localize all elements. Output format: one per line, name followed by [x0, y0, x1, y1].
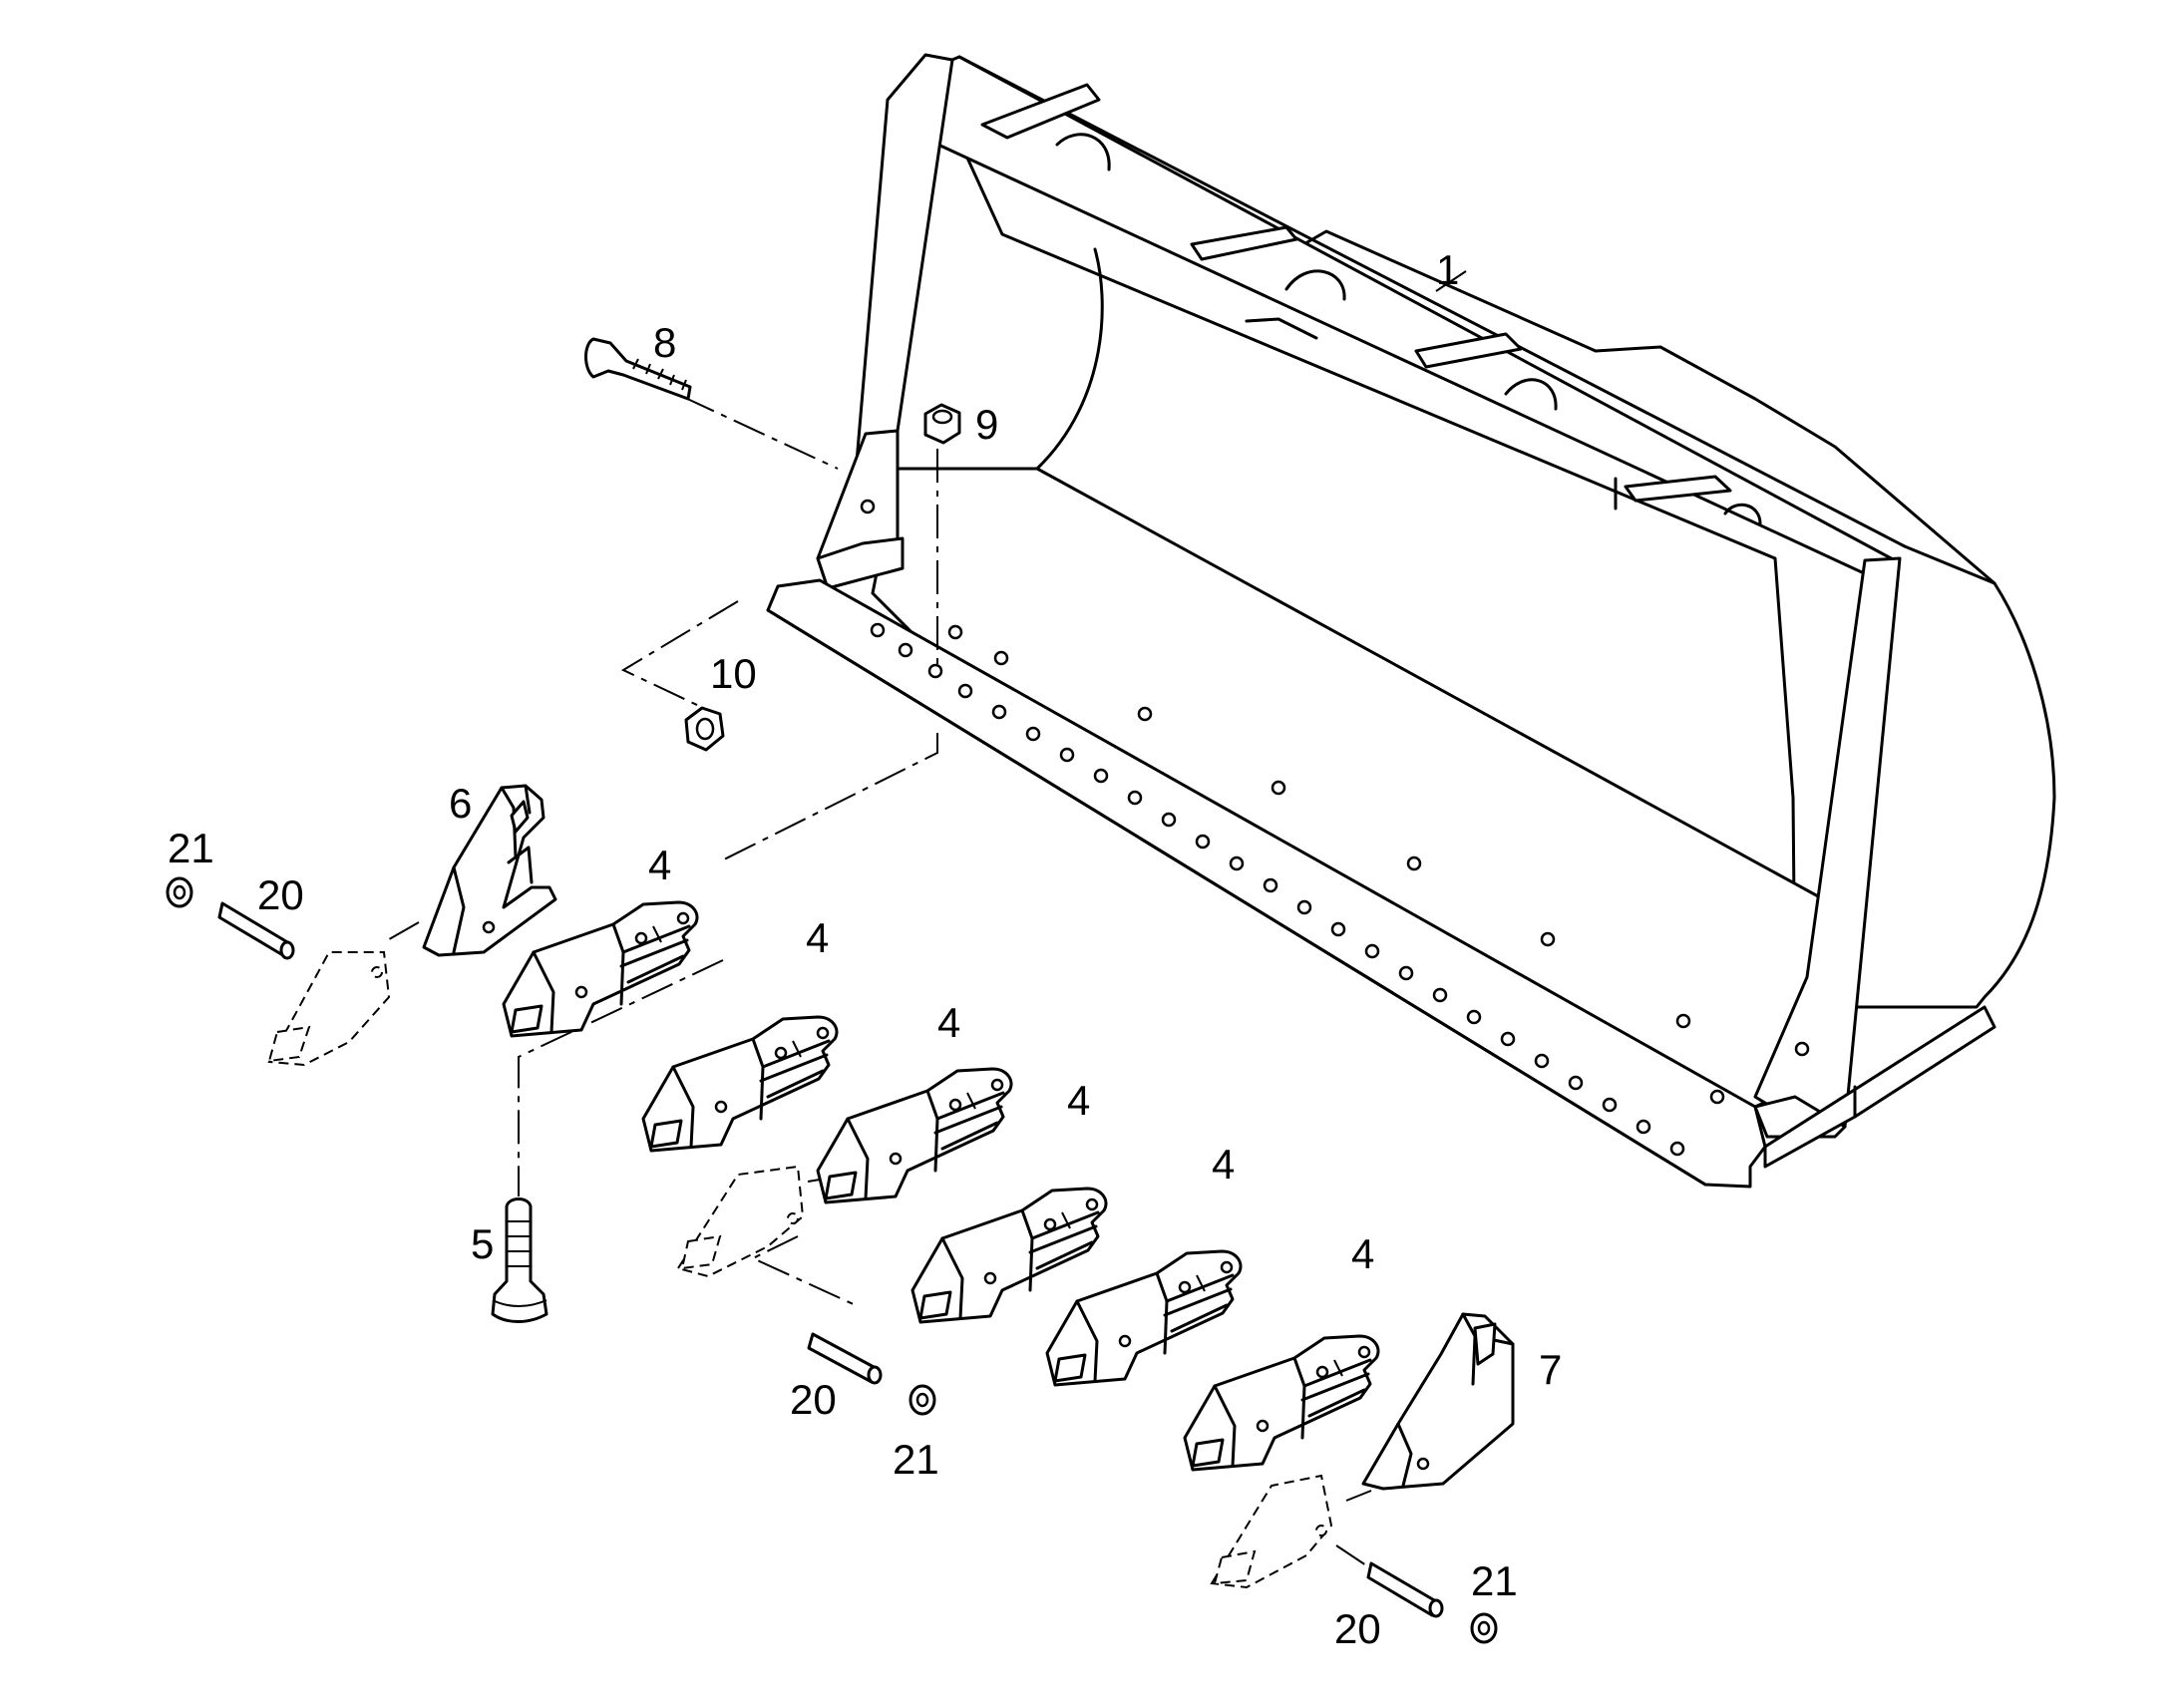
nut-9 — [923, 403, 961, 445]
assembly-lines — [383, 396, 1372, 1566]
callout-4-b: 4 — [806, 914, 829, 961]
callout-labels: 1 8 9 10 6 21 20 4 4 4 4 4 4 5 20 21 7 2… — [168, 246, 1562, 1652]
adapter-4a — [502, 900, 699, 1038]
callout-4-c: 4 — [937, 999, 960, 1046]
callout-21-left: 21 — [168, 825, 214, 871]
callout-21-middle: 21 — [893, 1436, 939, 1483]
pin-right — [1366, 1561, 1498, 1644]
callout-6: 6 — [449, 780, 472, 827]
callout-4-d: 4 — [1067, 1077, 1090, 1124]
pin-middle — [807, 1332, 936, 1416]
adapter-4c — [816, 1067, 1013, 1204]
callout-4-f: 4 — [1351, 1230, 1374, 1277]
callout-20-right: 20 — [1334, 1605, 1381, 1652]
callout-4-a: 4 — [648, 842, 671, 888]
ghost-tooth-left — [267, 951, 391, 1067]
corner-adapter-7 — [1361, 1312, 1515, 1491]
bucket — [766, 53, 2056, 1189]
nut-10 — [684, 706, 725, 752]
bolt-5 — [491, 1197, 548, 1323]
adapter-4f — [1183, 1334, 1380, 1472]
ghost-tooth-middle — [676, 1165, 805, 1278]
adapter-4b — [641, 1015, 839, 1153]
callout-1: 1 — [1436, 246, 1459, 293]
callout-9: 9 — [975, 401, 998, 448]
bolt-holes — [870, 622, 1725, 1157]
callout-5: 5 — [471, 1220, 494, 1267]
callout-4-e: 4 — [1212, 1141, 1235, 1188]
callout-10: 10 — [710, 650, 757, 697]
bolt-8 — [584, 337, 692, 401]
callout-8: 8 — [653, 319, 676, 366]
corner-adapter-6 — [422, 784, 557, 957]
pin-left — [166, 876, 295, 960]
leader-1 — [1435, 270, 1467, 292]
callout-20-left: 20 — [257, 871, 304, 918]
callout-20-middle: 20 — [790, 1376, 837, 1423]
adapter-4e — [1045, 1249, 1243, 1387]
callout-21-right: 21 — [1471, 1557, 1518, 1604]
callout-7: 7 — [1539, 1346, 1562, 1393]
ghost-tooth-right — [1210, 1474, 1333, 1589]
